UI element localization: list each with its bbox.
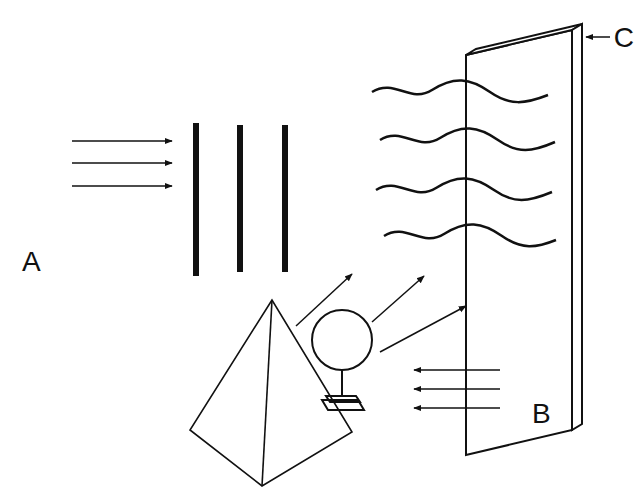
part-label: A — [22, 248, 41, 276]
incoming-arrows-b — [414, 370, 500, 408]
part-label: B — [532, 400, 551, 428]
grating-bars — [196, 123, 285, 276]
incoming-arrows-a — [72, 141, 172, 186]
leader-arrow — [586, 36, 610, 38]
sphere-on-stand — [312, 310, 372, 410]
wave-fronts — [372, 80, 556, 246]
part-label: C — [614, 24, 634, 52]
pyramid — [190, 300, 352, 486]
scatter-arrows — [296, 274, 466, 352]
